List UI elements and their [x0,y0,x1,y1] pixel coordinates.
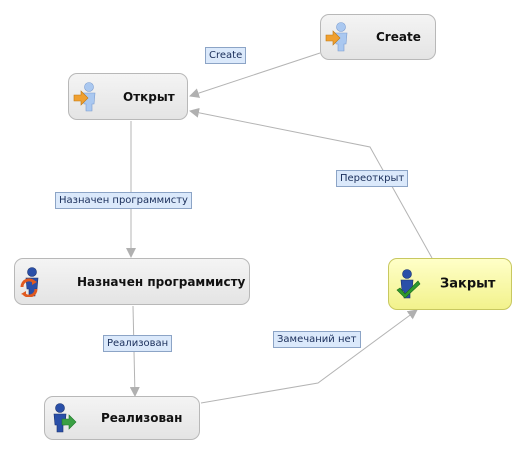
edge-label-implemented: Реализован [103,335,173,352]
node-label: Закрыт [440,276,496,292]
edge-label-create: Create [205,47,247,64]
person-arrow-in-icon [325,22,348,52]
state-node-closed[interactable]: Закрыт [388,258,512,310]
node-label: Открыт [123,89,175,104]
edge-label-reopened: Переоткрыт [336,170,409,187]
edge-create-to-open [189,52,321,98]
edge-closed-to-open [189,107,433,259]
state-node-assigned[interactable]: Назначен программисту [14,258,250,305]
edge-implemented-to-closed [200,309,418,404]
person-refresh-icon [20,266,39,297]
node-label: Назначен программисту [77,274,246,289]
node-label: Реализован [101,411,183,425]
state-node-implemented[interactable]: Реализован [44,396,200,440]
edge-label-no-remarks: Замечаний нет [273,331,361,348]
person-arrow-in-icon [73,81,96,111]
person-check-icon [396,269,421,299]
state-node-create[interactable]: Create [320,14,436,60]
node-label: Create [376,30,421,44]
state-node-open[interactable]: Открыт [68,73,188,120]
edge-label-assigned: Назначен программисту [55,192,192,209]
person-arrow-out-icon [53,403,77,433]
